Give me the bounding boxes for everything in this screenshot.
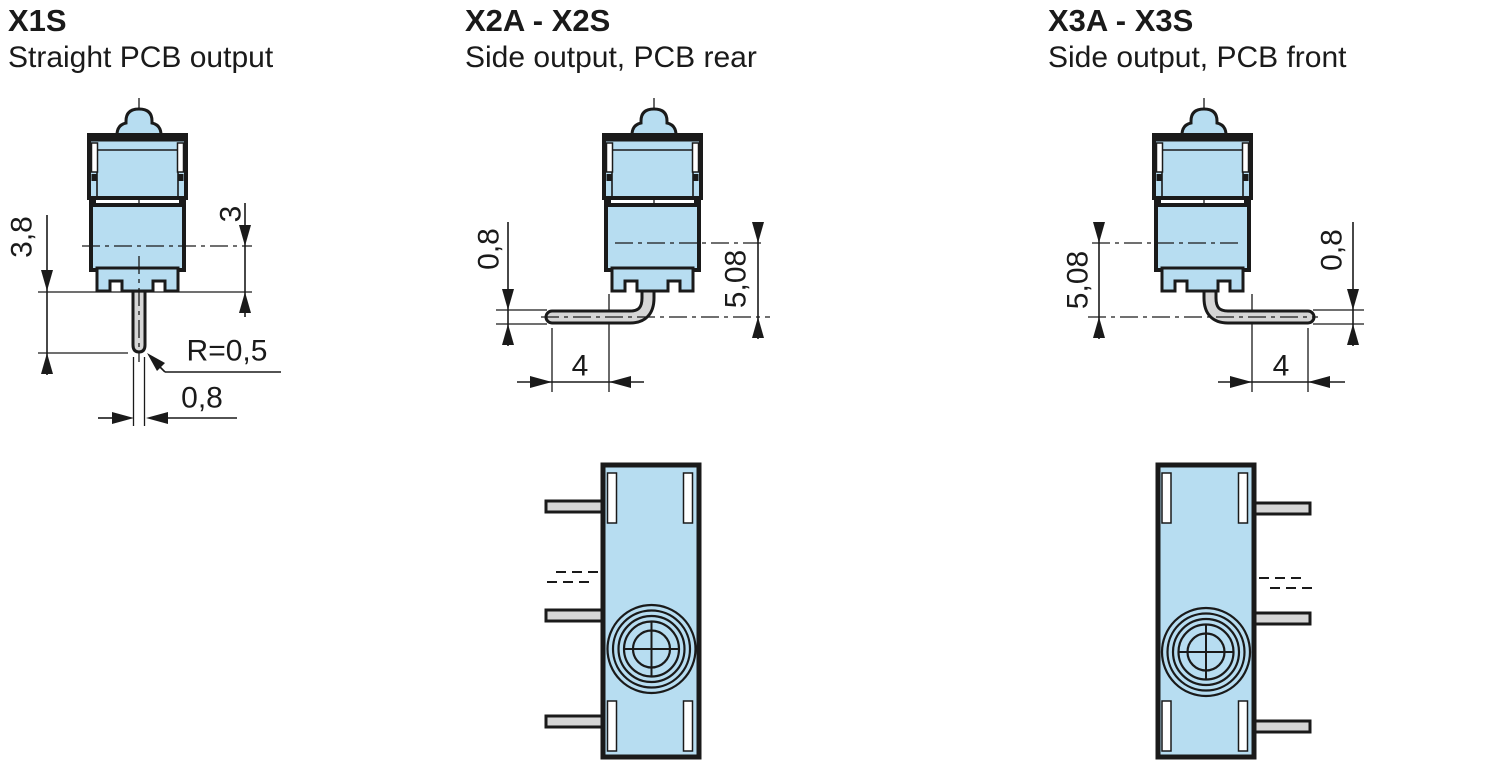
x1s-front-view: 3,8 3 R=0,5 0,8	[6, 98, 281, 426]
switch-body	[604, 98, 701, 291]
variant-title-x1s: X1S	[8, 3, 67, 38]
dim-lead-length-label: 4	[572, 350, 589, 383]
dim-center-to-lead-label: 5,08	[1062, 251, 1095, 309]
dim-pin-length-label: 3,8	[6, 216, 39, 258]
switch-body	[89, 98, 186, 291]
x2-front-view: 0,8 5,08 4	[473, 98, 770, 392]
bent-lead	[1202, 276, 1316, 325]
solder-pin	[1246, 501, 1312, 516]
dim-center-to-lead-label: 5,08	[720, 250, 753, 308]
x2-dimensions: 0,8 5,08 4	[473, 222, 764, 388]
variant-subtitle-x3: Side output, PCB front	[1048, 41, 1347, 74]
dim-lead-length-label: 4	[1273, 350, 1290, 383]
actuator-circles	[1160, 606, 1252, 698]
variant-subtitle-x1s: Straight PCB output	[8, 41, 274, 74]
dim-tip-radius-label: R=0,5	[187, 335, 268, 368]
actuator-circles	[606, 603, 697, 695]
solder-pin	[544, 499, 608, 514]
solder-pin	[544, 608, 608, 623]
switch-body	[1154, 98, 1251, 291]
dim-pin-width-label: 0,8	[181, 382, 223, 415]
x1s-dimensions: 3,8 3 R=0,5 0,8	[6, 203, 281, 426]
variant-header-x2: X2A - X2S Side output, PCB rear	[465, 2, 757, 76]
bent-lead	[544, 276, 656, 325]
solder-pin	[544, 714, 608, 729]
x2-bottom-view	[544, 462, 702, 760]
dim-center-to-base-label: 3	[215, 206, 248, 223]
dim-lead-thickness-label: 0,8	[473, 228, 506, 270]
x3-bottom-view	[1155, 462, 1313, 760]
dim-lead-thickness-label: 0,8	[1316, 229, 1349, 271]
variant-title-x3: X3A - X3S	[1048, 3, 1194, 38]
variant-header-x3: X3A - X3S Side output, PCB front	[1048, 2, 1347, 76]
variant-header-x1s: X1S Straight PCB output	[8, 2, 273, 76]
solder-pin	[1246, 719, 1312, 734]
solder-pin	[1246, 611, 1312, 626]
x3-front-view: 5,08 0,8 4	[1062, 98, 1364, 392]
variant-subtitle-x2: Side output, PCB rear	[465, 41, 757, 74]
variant-title-x2: X2A - X2S	[465, 3, 611, 38]
x3-dimensions: 5,08 0,8 4	[1062, 222, 1364, 388]
